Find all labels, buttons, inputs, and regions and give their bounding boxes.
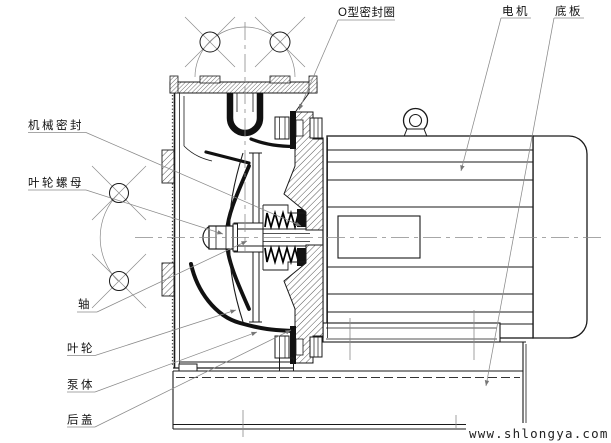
callout-base-plate: 底板: [555, 4, 583, 18]
mechanical-seal-drawing: [262, 204, 306, 271]
callout-rear-cover: 后盖: [67, 413, 95, 427]
motor-drawing: [322, 107, 588, 343]
callout-pump-body: 泵体: [67, 378, 95, 392]
o-ring-seal-mark: [290, 111, 296, 149]
inlet-flange: [169, 81, 318, 94]
watermark: www.shlongya.com: [466, 423, 611, 443]
bolt-holes: [109, 31, 291, 291]
callout-o-ring-seal: O型密封圈: [338, 5, 395, 19]
callout-impeller: 叶轮: [67, 341, 95, 355]
watermark-text: www.shlongya.com: [469, 426, 609, 441]
motor-terminal-box: [337, 215, 421, 259]
callout-labels: O型密封圈 电机 底板 机械密封 叶轮螺母 轴 叶轮 泵体 后盖: [28, 4, 583, 427]
callout-motor: 电机: [502, 4, 530, 18]
centerlines: [91, 16, 605, 437]
base-plate-drawing: [172, 341, 527, 430]
motor-fins: [327, 149, 533, 325]
leader-lines: [28, 17, 584, 428]
callout-shaft: 轴: [78, 297, 90, 311]
callout-mechanical-seal: 机械密封: [28, 118, 84, 132]
rear-cover-drawing: [274, 111, 324, 371]
volute-wall: [189, 262, 295, 333]
callout-impeller-nut: 叶轮螺母: [28, 176, 84, 190]
